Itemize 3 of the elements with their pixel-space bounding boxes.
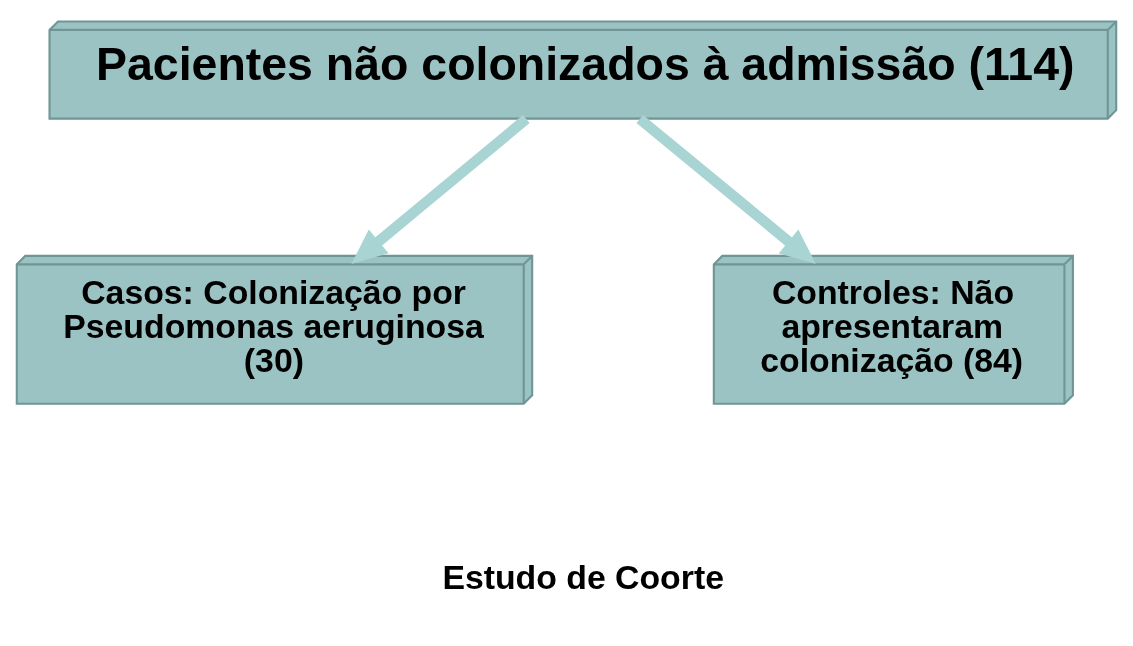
arrow	[636, 114, 816, 264]
arrow	[351, 114, 530, 264]
label: Estudo de Coorte	[442, 557, 724, 596]
